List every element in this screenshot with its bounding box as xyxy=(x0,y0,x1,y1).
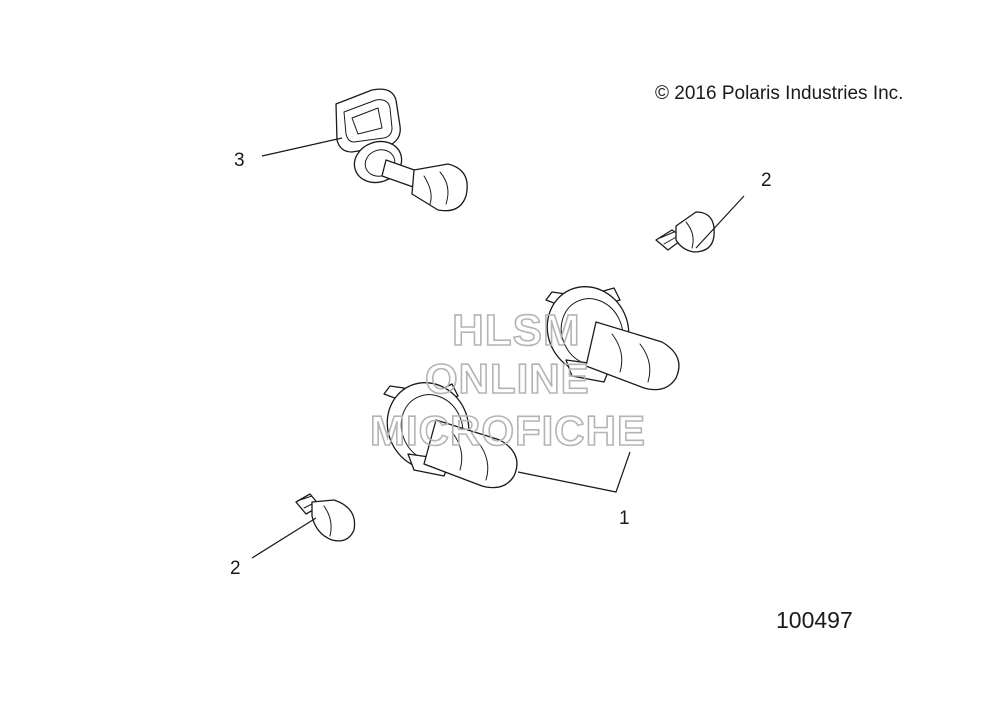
leader-line-1 xyxy=(517,451,631,493)
headlamp-bulb-lower xyxy=(383,382,518,489)
callout-3: 3 xyxy=(234,150,245,171)
headlamp-bulb-upper xyxy=(545,286,680,391)
bulb-part-2-upper xyxy=(655,211,715,253)
callout-1: 1 xyxy=(619,508,630,529)
watermark-line-3: MICROFICHE xyxy=(370,407,646,454)
watermark-line-1: HLSM xyxy=(452,306,581,355)
callout-2-upper: 2 xyxy=(761,170,772,191)
bulb-part-3 xyxy=(335,88,468,212)
leader-line-3 xyxy=(261,137,343,157)
figure-number: 100497 xyxy=(776,607,853,633)
callout-2-lower: 2 xyxy=(230,558,241,579)
leader-line-2-upper xyxy=(695,195,745,249)
watermark-line-2: ONLINE xyxy=(425,355,590,402)
leader-line-2-lower xyxy=(251,517,317,559)
copyright-text: © 2016 Polaris Industries Inc. xyxy=(655,83,903,104)
bulb-part-2-lower xyxy=(295,493,356,542)
